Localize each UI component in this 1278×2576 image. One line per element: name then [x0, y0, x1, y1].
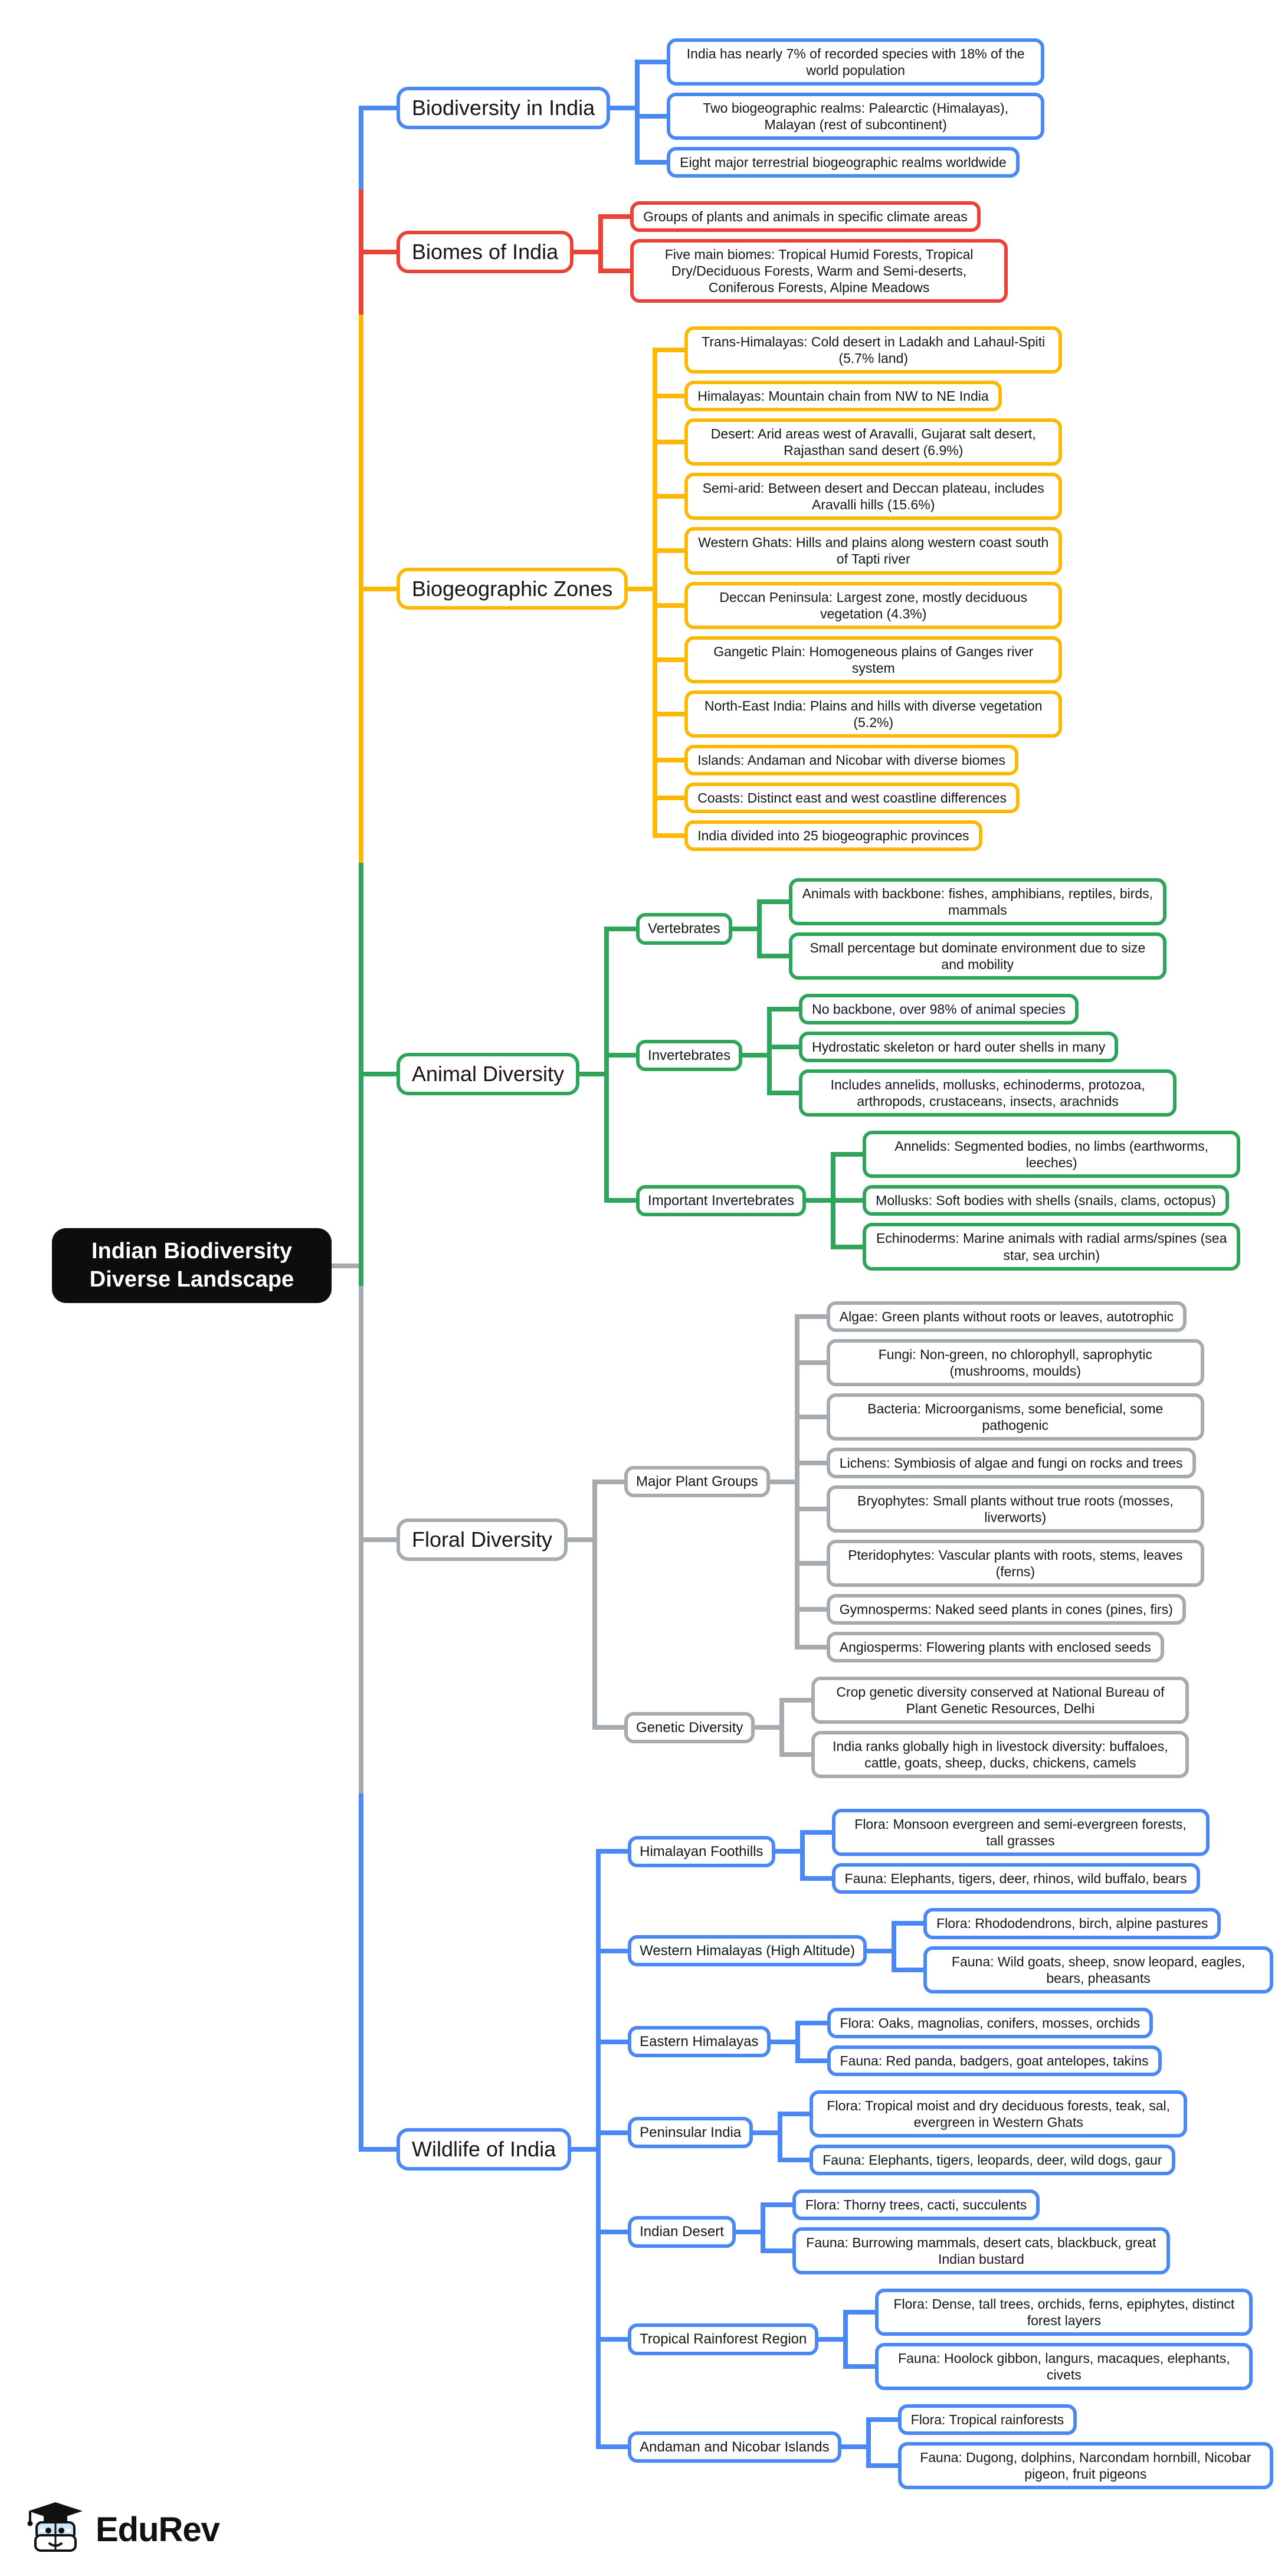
edurev-logo-icon	[25, 2499, 86, 2561]
connector-stub	[332, 1263, 359, 1268]
leaf-node: Eight major terrestrial biogeographic re…	[667, 146, 1020, 178]
leaf-node: Deccan Peninsula: Largest zone, mostly d…	[684, 581, 1063, 629]
leaf-node: Lichens: Symbiosis of algae and fungi on…	[826, 1447, 1196, 1478]
leaf-node: Annelids: Segmented bodies, no limbs (ea…	[863, 1131, 1241, 1179]
leaf-node: Flora: Tropical moist and dry deciduous …	[810, 2090, 1188, 2138]
leaf-node: Fauna: Wild goats, sheep, snow leopard, …	[923, 1946, 1273, 1994]
leaf-node: India has nearly 7% of recorded species …	[667, 38, 1045, 86]
mid-label-important-invertebrates: Important Invertebrates	[636, 1184, 807, 1217]
connector-stub	[806, 1198, 831, 1203]
connector-stub	[867, 1948, 892, 1953]
mid-label-genetic-diversity: Genetic Diversity	[624, 1711, 755, 1743]
mid-label-tropical-rainforest-region: Tropical Rainforest Region	[628, 2323, 819, 2355]
leaf-node: Fauna: Hoolock gibbon, langurs, macaques…	[875, 2343, 1253, 2391]
connector-stub	[571, 2146, 597, 2152]
branch-label-biomes-of-india: Biomes of India	[396, 231, 574, 273]
mid-label-vertebrates: Vertebrates	[636, 913, 732, 945]
leaf-node: Animals with backbone: fishes, amphibian…	[788, 878, 1166, 926]
branch-label-floral-diversity: Floral Diversity	[396, 1518, 568, 1561]
leaf-node: Algae: Green plants without roots or lea…	[826, 1301, 1187, 1332]
leaf-node: Five main biomes: Tropical Humid Forests…	[630, 238, 1008, 303]
connector-stub	[742, 1053, 768, 1058]
leaf-node: Flora: Oaks, magnolias, conifers, mosses…	[827, 2007, 1154, 2038]
branch-label-biogeographic-zones: Biogeographic Zones	[396, 567, 628, 610]
leaf-node: Flora: Rhododendrons, birch, alpine past…	[923, 1908, 1221, 1939]
connector-stub	[841, 2444, 866, 2450]
branch-group-biomes: Biomes of India Groups of plants and ani…	[358, 189, 1273, 315]
leaf-node: Crop genetic diversity conserved at Nati…	[811, 1677, 1189, 1724]
connector-stub	[610, 105, 635, 110]
connector-stub	[732, 927, 757, 932]
mid-label-eastern-himalayas: Eastern Himalayas	[628, 2026, 771, 2058]
leaf-node: Pteridophytes: Vascular plants with root…	[826, 1539, 1204, 1588]
leaf-node: Small percentage but dominate environmen…	[788, 932, 1166, 980]
mid-label-indian-desert: Indian Desert	[628, 2216, 736, 2248]
branch-label-biodiversity-in-india: Biodiversity in India	[396, 86, 611, 129]
branch-group-biodiversity: Biodiversity in India India has nearly 7…	[358, 27, 1273, 190]
branch-group-biogeographic-zones: Biogeographic Zones Trans-Himalayas: Col…	[358, 315, 1273, 863]
connector-stub	[753, 2130, 778, 2135]
leaf-node: Echinoderms: Marine animals with radial …	[863, 1223, 1241, 1271]
connector-stub	[579, 1072, 605, 1077]
branch-label-animal-diversity: Animal Diversity	[396, 1053, 580, 1096]
leaf-node: Includes annelids, mollusks, echinoderms…	[799, 1069, 1177, 1117]
leaf-node: Fauna: Elephants, tigers, leopards, deer…	[810, 2144, 1175, 2175]
mid-label-andaman-nicobar-islands: Andaman and Nicobar Islands	[628, 2431, 841, 2463]
connector-stub	[769, 1479, 795, 1484]
leaf-node: Mollusks: Soft bodies with shells (snail…	[863, 1185, 1229, 1216]
branch-group-floral-diversity: Floral Diversity Major Plant Groups Alga…	[359, 1285, 1273, 1794]
mid-label-western-himalayas: Western Himalayas (High Altitude)	[628, 1935, 867, 1967]
leaf-node: Flora: Tropical rainforests	[897, 2404, 1077, 2436]
leaf-node: India divided into 25 biogeographic prov…	[684, 820, 982, 851]
leaf-node: Groups of plants and animals in specific…	[630, 201, 981, 232]
connector-stub	[628, 586, 653, 591]
leaf-node: Fauna: Burrowing mammals, desert cats, b…	[792, 2227, 1170, 2274]
leaf-node: Flora: Dense, tall trees, orchids, ferns…	[875, 2288, 1253, 2336]
connector-stub	[568, 1537, 593, 1542]
leaf-node: Gymnosperms: Naked seed plants in cones …	[826, 1594, 1186, 1625]
mid-label-invertebrates: Invertebrates	[636, 1039, 743, 1071]
edurev-logo: EduRev	[25, 2499, 220, 2561]
leaf-node: Fungi: Non-green, no chlorophyll, saprop…	[826, 1338, 1204, 1386]
connector-stub	[775, 1849, 800, 1854]
level1-branches: Biodiversity in India India has nearly 7…	[358, 27, 1273, 2505]
branch-group-wildlife: Wildlife of India Himalayan Foothills Fl…	[359, 1793, 1273, 2505]
leaf-node: Flora: Monsoon evergreen and semi-evergr…	[831, 1809, 1210, 1857]
leaf-node: Fauna: Red panda, badgers, goat antelope…	[827, 2045, 1162, 2076]
leaf-node: Coasts: Distinct east and west coastline…	[684, 782, 1020, 813]
leaf-node: Fauna: Elephants, tigers, deer, rhinos, …	[831, 1863, 1200, 1894]
leaf-node: Flora: Thorny trees, cacti, succulents	[792, 2189, 1040, 2220]
connector-stub	[735, 2229, 761, 2234]
branch-label-wildlife-of-india: Wildlife of India	[396, 2127, 572, 2171]
edurev-logo-text: EduRev	[96, 2510, 220, 2549]
leaf-node: Islands: Andaman and Nicobar with divers…	[684, 744, 1018, 775]
root-node: Indian Biodiversity Diverse Landscape	[52, 1228, 332, 1303]
leaf-node: Semi-arid: Between desert and Deccan pla…	[684, 473, 1063, 521]
leaf-node: Trans-Himalayas: Cold desert in Ladakh a…	[684, 326, 1063, 374]
leaf-node: Bacteria: Microorganisms, some beneficia…	[826, 1393, 1204, 1441]
connector-stub	[770, 2039, 795, 2044]
leaf-node: No backbone, over 98% of animal species	[799, 994, 1079, 1025]
leaf-node: Bryophytes: Small plants without true ro…	[826, 1485, 1204, 1533]
leaf-node: Fauna: Dugong, dolphins, Narcondam hornb…	[897, 2442, 1273, 2490]
leaf-node: Desert: Arid areas west of Aravalli, Guj…	[684, 418, 1063, 466]
branch-group-animal-diversity: Animal Diversity Vertebrates Animals wit…	[358, 862, 1273, 1286]
leaf-node: North-East India: Plains and hills with …	[684, 690, 1063, 738]
mid-label-himalayan-foothills: Himalayan Foothills	[628, 1835, 775, 1868]
leaf-node: Angiosperms: Flowering plants with enclo…	[826, 1632, 1164, 1663]
leaf-node: Two biogeographic realms: Palearctic (Hi…	[667, 92, 1045, 140]
connector-stub	[818, 2337, 844, 2342]
leaf-node: Gangetic Plain: Homogeneous plains of Ga…	[684, 636, 1063, 683]
mid-label-major-plant-groups: Major Plant Groups	[624, 1466, 770, 1498]
leaf-node: Himalayas: Mountain chain from NW to NE …	[684, 381, 1002, 412]
leaf-node: India ranks globally high in livestock d…	[811, 1731, 1189, 1779]
connector-stub	[574, 250, 599, 255]
leaf-node: Western Ghats: Hills and plains along we…	[684, 527, 1063, 575]
connector-stub	[755, 1725, 780, 1730]
mid-label-peninsular-india: Peninsular India	[628, 2117, 753, 2149]
leaf-node: Hydrostatic skeleton or hard outer shell…	[799, 1032, 1119, 1063]
